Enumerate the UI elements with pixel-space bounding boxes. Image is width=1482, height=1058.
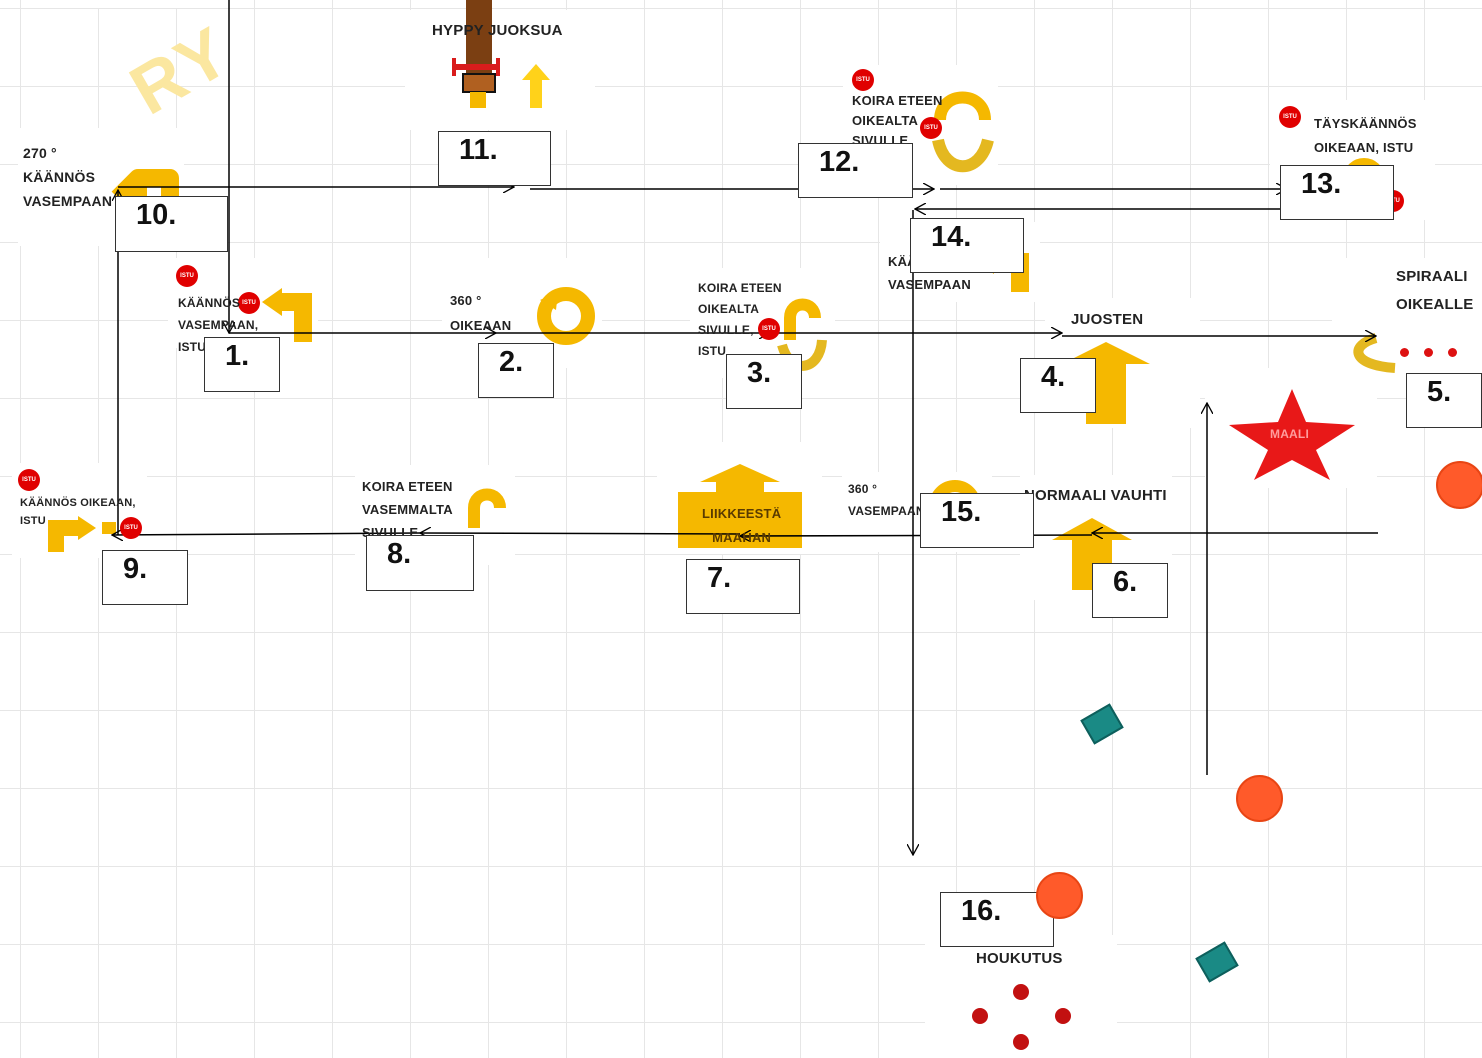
- symbol-s5-spiral-right: [1353, 333, 1396, 373]
- lure-dot: [972, 1008, 988, 1024]
- station-number-s4: 4.: [1020, 358, 1096, 413]
- station-label-s2: 360 ° OIKEAAN: [450, 293, 512, 333]
- station-number-s6: 6.: [1092, 563, 1168, 618]
- symbol-s7-down-from-motion: [678, 464, 802, 548]
- station-label-s8: KOIRA ETEEN VASEMMALTA SIVULLE: [362, 479, 453, 540]
- station-number-s13: 13.: [1280, 165, 1394, 220]
- station-number-s14: 14.: [910, 218, 1024, 273]
- station-number-s11: 11.: [438, 131, 551, 186]
- stop-sign-icon: ISTU: [758, 318, 780, 340]
- station-label-s9: KÄÄNNÖS OIKEAAN, ISTU: [20, 497, 136, 527]
- symbol-s12-dog-front-right: [932, 91, 994, 173]
- station-label-s7: LIIKKEESTÄ MAAHAN: [702, 506, 782, 545]
- cone: [1236, 775, 1283, 822]
- stop-sign-icon: ISTU: [120, 517, 142, 539]
- spiral-dot: [1448, 348, 1457, 357]
- station-number-s1: 1.: [204, 337, 280, 392]
- symbol-s3-dog-front-right: [777, 298, 827, 371]
- station-number-s10: 10.: [115, 196, 228, 252]
- course-path: [112, 0, 1378, 855]
- station-label-s6: NORMAALI VAUHTI: [1024, 487, 1167, 504]
- station-number-s8: 8.: [366, 535, 474, 591]
- station-number-s7: 7.: [686, 559, 800, 614]
- station-label-s5: SPIRAALI OIKEALLE: [1396, 268, 1474, 313]
- station-number-s12: 12.: [798, 143, 913, 198]
- symbol-s1-turn-left: [262, 288, 312, 342]
- station-label-s1: KÄÄNNÖS VASEMPAAN, ISTU: [178, 296, 259, 354]
- spiral-dot: [1400, 348, 1409, 357]
- lure-dot: [1013, 1034, 1029, 1050]
- station-label-s4: JUOSTEN: [1071, 311, 1144, 328]
- symbol-s2-360-right: [537, 287, 595, 345]
- station-number-s15: 15.: [920, 493, 1034, 548]
- station-number-s2: 2.: [478, 343, 554, 398]
- symbol-s11-jump: [452, 0, 550, 108]
- symbol-finish-star: [1229, 389, 1355, 480]
- station-label-s16: HOUKUTUS: [976, 950, 1063, 967]
- stop-sign-icon: ISTU: [1279, 106, 1301, 128]
- station-label-s13: TÄYSKÄÄNNÖS OIKEAAN, ISTU: [1314, 116, 1417, 155]
- station-label-s11: HYPPY JUOKSUA: [432, 22, 563, 39]
- stop-sign-icon: ISTU: [920, 117, 942, 139]
- station-number-s5: 5.: [1406, 373, 1482, 428]
- corner-patch: [22, 0, 216, 8]
- stop-sign-icon: ISTU: [852, 69, 874, 91]
- station-number-s9: 9.: [102, 550, 188, 605]
- cone: [1436, 461, 1482, 509]
- station-number-s16: 16.: [940, 892, 1054, 947]
- station-label-s10: 270 ° KÄÄNNÖS VASEMPAAN: [23, 145, 113, 209]
- station-label-s3: KOIRA ETEEN OIKEALTA SIVULLE, ISTU: [698, 281, 782, 358]
- stop-sign-icon: ISTU: [18, 469, 40, 491]
- cone: [1036, 872, 1083, 919]
- stop-sign-icon: ISTU: [238, 292, 260, 314]
- lure-dot: [1013, 984, 1029, 1000]
- station-label-s15: 360 ° VASEMPAAN: [848, 482, 925, 518]
- finish-label: MAALI: [1270, 427, 1309, 441]
- lure-dot: [1055, 1008, 1071, 1024]
- spiral-dot: [1424, 348, 1433, 357]
- station-number-s3: 3.: [726, 354, 802, 409]
- stop-sign-icon: ISTU: [176, 265, 198, 287]
